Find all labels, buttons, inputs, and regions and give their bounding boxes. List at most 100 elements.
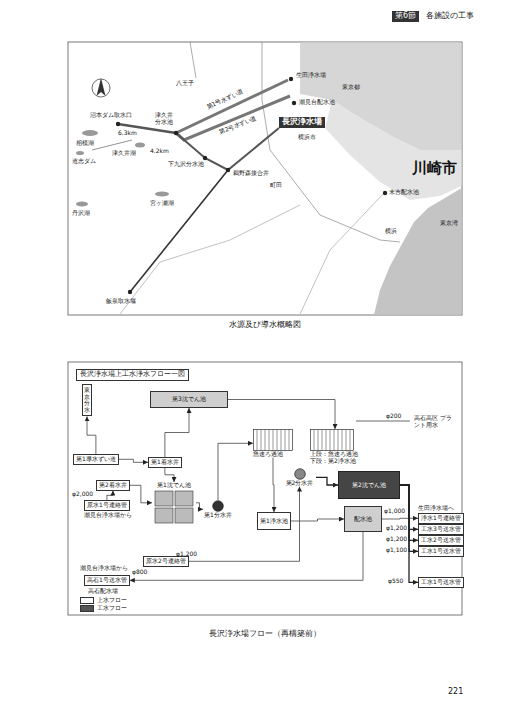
flow-frame [68, 362, 462, 615]
node-text: 工水1号送水管 [421, 548, 461, 555]
pipe-label: φ1,000 [384, 508, 405, 515]
facility-dot [383, 191, 387, 195]
filter-cell [269, 430, 270, 451]
pipe-box: 工水3号送水管 [418, 524, 464, 535]
pipe-connector [228, 400, 335, 430]
lake [82, 130, 98, 136]
node-text: 第1浄水池 [260, 518, 288, 525]
place-label: 道志ダム [72, 158, 96, 165]
node-text: 工水2号送水管 [421, 537, 461, 544]
distribution-well: 第2分水井 [283, 468, 316, 487]
legend-text: 上水フロー [97, 597, 127, 604]
node-text: 浄水1号連絡管 [421, 515, 461, 522]
node-text: 第2着水井 [99, 482, 127, 489]
filter-grid [310, 429, 354, 451]
node-text: 原水1号連絡管 [87, 502, 127, 509]
facility-dot [174, 131, 178, 135]
node-text: 第1着水井 [151, 459, 179, 466]
filter-cell [289, 430, 290, 451]
pipe-line [356, 421, 410, 422]
lake [155, 192, 169, 197]
well-symbol [212, 500, 224, 512]
place-label: 生田浄水場 [296, 72, 326, 79]
pipe-box: 原水1号連絡管 [84, 500, 130, 511]
north-arrow [92, 79, 110, 97]
facility-dot [128, 290, 132, 294]
pipe-box: 工水1号送水管 [418, 546, 464, 557]
pipe-connector [165, 408, 189, 457]
filter-cell [314, 430, 315, 451]
pipe-label: 生田浄水場へ [418, 505, 454, 512]
lake [76, 151, 84, 155]
pipe-connector [291, 519, 344, 521]
legend-swatch [80, 605, 94, 612]
filter-outline [311, 430, 354, 451]
node-text: 配水池 [354, 516, 372, 523]
sedimentation-basin: 第1沈でん池 [152, 482, 196, 524]
place-label: 相模湖 [76, 140, 94, 147]
facility-dot [116, 122, 120, 126]
filter-cell [265, 430, 266, 451]
filter-cell [322, 430, 323, 451]
pipe-box: 工水1号送水管 [418, 577, 464, 588]
pipe-box: 第1導水ずい道 [73, 454, 119, 465]
pipe-connector [273, 458, 274, 512]
legend-text: 工水フロー [97, 605, 127, 612]
map-frame [68, 42, 462, 315]
plant-marker: 長沢浄水場 [279, 117, 325, 128]
legend-row: 上水フロー [80, 597, 127, 604]
filter-outline [254, 430, 293, 451]
place-label: 丹沢湖 [72, 210, 90, 217]
node-text: 高石1号送水管 [87, 577, 127, 584]
tank-box: 第3沈でん池 [150, 391, 228, 408]
node-text: 第2沈でん池 [352, 482, 386, 489]
pipe-label: 潮見台浄水場から [80, 565, 128, 572]
basin-cell [175, 508, 193, 523]
road-line [120, 205, 300, 314]
filter-cell [273, 430, 274, 451]
filter-cell [257, 430, 258, 451]
pipe-connector [165, 468, 174, 482]
place-label: 潮見台配水池 [299, 99, 335, 106]
filter-cell [277, 430, 278, 451]
road-line [300, 193, 384, 314]
node-text: 急速ろ過池 [253, 451, 283, 458]
pipe-box: 第1着水井 [148, 457, 182, 468]
well-circle [294, 469, 305, 480]
pipe-connector [189, 487, 300, 562]
filter-cell [326, 430, 327, 451]
pipe-box: 原水2号連絡管 [143, 556, 189, 567]
pipe-box: 高石1号送水管 [84, 575, 130, 586]
pipe-box: 第1浄水池 [257, 512, 291, 530]
urban-area [325, 100, 462, 200]
pipe-connector [196, 503, 203, 510]
pipe-label: 高石高区 プラント用水 [414, 415, 456, 428]
pipe-label: φ800 [132, 569, 147, 576]
basin-grid [154, 490, 194, 524]
filter-cell [330, 430, 331, 451]
filter-cell [285, 430, 286, 451]
filter-cell [350, 430, 351, 451]
branch-box: 東京分水 [82, 384, 92, 416]
node-text: 第1沈でん池 [157, 482, 191, 489]
node-text: 第3沈でん池 [172, 396, 206, 403]
facility-dot [292, 101, 296, 105]
pipe-connector [130, 485, 152, 503]
basin-cell [155, 491, 173, 506]
node-text: 長沢浄水場 [282, 118, 322, 127]
place-label: 横浜 [385, 228, 397, 235]
pipe-box: 工水2号送水管 [418, 535, 464, 546]
place-label: 第2号水ずい道 [218, 114, 257, 135]
pipe-label: 潮見台浄水場から [84, 512, 132, 519]
place-label: 4.2km [150, 148, 169, 155]
place-label: 飯泉取水堰 [106, 298, 136, 305]
facility-dot [203, 156, 207, 160]
place-label: 川崎市 [412, 160, 457, 177]
node-text: 工水3号送水管 [421, 526, 461, 533]
industrial-basin: 第2沈でん池 [338, 471, 400, 499]
node-text: 上段：急速ろ過池 下段：第2浄水池 [310, 451, 360, 464]
facility-dot [226, 168, 230, 172]
filter-basin: 急速ろ過池 [253, 429, 293, 458]
